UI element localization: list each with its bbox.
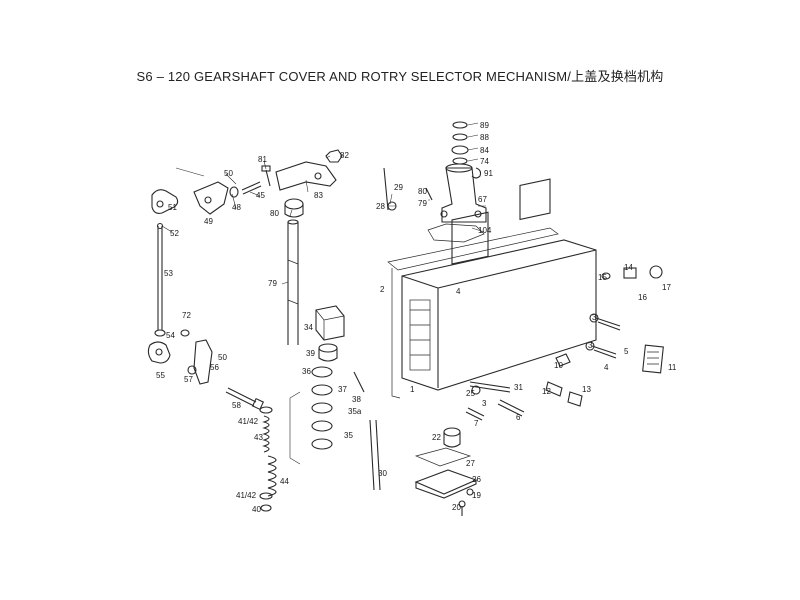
label-52: 52: [170, 229, 179, 238]
label-54: 54: [166, 331, 175, 340]
label-81: 81: [258, 155, 267, 164]
label-91: 91: [484, 169, 493, 178]
label-56: 56: [210, 363, 219, 372]
label-58: 58: [232, 401, 241, 410]
label-49: 49: [204, 217, 213, 226]
label-37: 37: [338, 385, 347, 394]
label-3b: 3: [588, 341, 593, 350]
label-15: 15: [598, 273, 607, 282]
label-7: 7: [474, 419, 479, 428]
label-89: 89: [480, 121, 489, 130]
label-5: 5: [624, 347, 629, 356]
label-34: 34: [304, 323, 313, 332]
label-20: 20: [452, 503, 461, 512]
label-6: 6: [516, 413, 521, 422]
label-4: 4: [456, 287, 461, 296]
label-80a: 80: [270, 209, 279, 218]
label-2: 2: [380, 285, 385, 294]
label-40: 40: [252, 505, 261, 514]
label-55: 55: [156, 371, 165, 380]
label-29: 29: [394, 183, 403, 192]
label-51: 51: [168, 203, 177, 212]
label-104: 104: [478, 226, 492, 235]
label-48: 48: [232, 203, 241, 212]
label-12: 12: [542, 387, 551, 396]
label-4b: 4: [604, 363, 609, 372]
selector-shaft-assembly: [259, 198, 365, 512]
label-14: 14: [624, 263, 633, 272]
label-26: 26: [472, 475, 481, 484]
label-27: 27: [466, 459, 475, 468]
label-10: 10: [554, 361, 563, 370]
label-1: 1: [410, 385, 415, 394]
label-44: 44: [280, 477, 289, 486]
label-50a: 50: [224, 169, 233, 178]
leader-lines: [161, 122, 486, 285]
label-50b: 50: [218, 353, 227, 362]
label-41-42b: 41/42: [236, 491, 257, 500]
label-39: 39: [306, 349, 315, 358]
label-80b: 80: [418, 187, 427, 196]
label-16: 16: [638, 293, 647, 302]
label-19: 19: [472, 491, 481, 500]
label-82: 82: [340, 151, 349, 160]
page-title: S6 – 120 GEARSHAFT COVER AND ROTRY SELEC…: [136, 69, 664, 84]
label-72: 72: [182, 311, 191, 320]
label-3c: 3: [482, 399, 487, 408]
label-67: 67: [478, 195, 487, 204]
label-36: 36: [302, 367, 311, 376]
part-number-labels: 89 88 84 74 91 29 80 79 67 28 104 2 1 4 …: [156, 121, 677, 514]
label-25: 25: [466, 389, 475, 398]
label-79b: 79: [418, 199, 427, 208]
label-31: 31: [514, 383, 523, 392]
label-30: 30: [378, 469, 387, 478]
label-84: 84: [480, 146, 489, 155]
gearshaft-cover-assembly: [369, 121, 664, 516]
shift-rod-assembly: [147, 149, 343, 411]
label-38: 38: [352, 395, 361, 404]
label-41-42a: 41/42: [238, 417, 259, 426]
label-17: 17: [662, 283, 671, 292]
label-45: 45: [256, 191, 265, 200]
label-53: 53: [164, 269, 173, 278]
label-22: 22: [432, 433, 441, 442]
label-11: 11: [668, 363, 677, 372]
label-13: 13: [582, 385, 591, 394]
label-83: 83: [314, 191, 323, 200]
label-43: 43: [254, 433, 263, 442]
label-88: 88: [480, 133, 489, 142]
label-74: 74: [480, 157, 489, 166]
label-28: 28: [376, 202, 385, 211]
label-57: 57: [184, 375, 193, 384]
label-79a: 79: [268, 279, 277, 288]
label-35: 35: [344, 431, 353, 440]
label-35a: 35a: [348, 407, 362, 416]
label-3a: 3: [592, 313, 597, 322]
